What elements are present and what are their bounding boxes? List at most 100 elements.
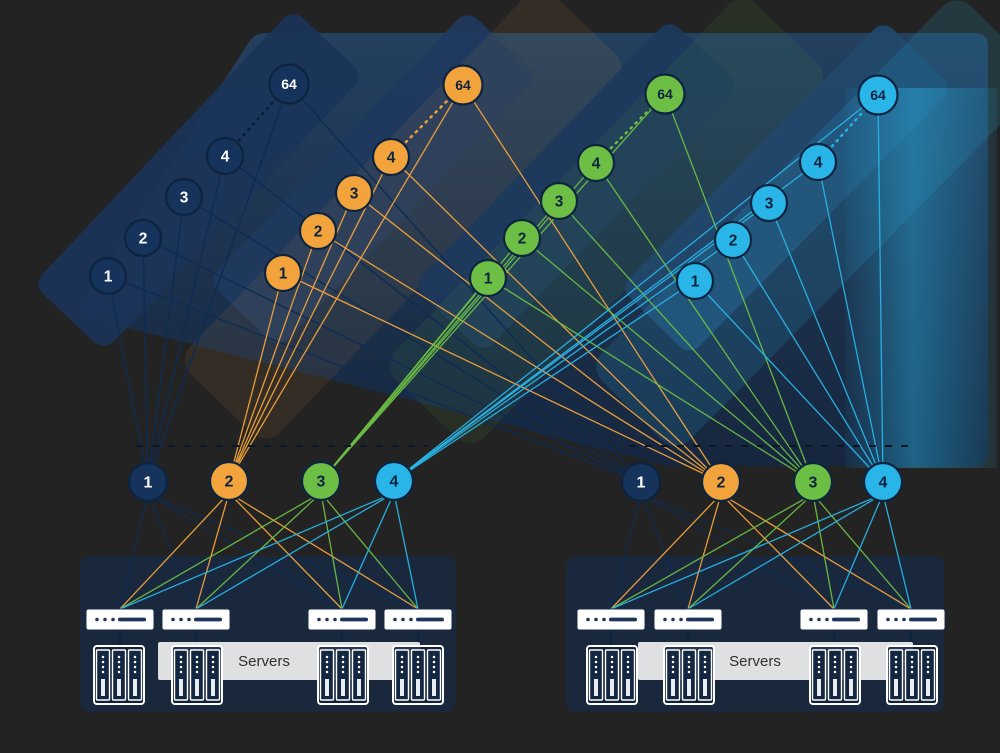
leaf-switch-link <box>812 493 912 610</box>
rack-unit-dot <box>101 670 105 674</box>
switch-icon <box>799 608 869 631</box>
spine-node-navy-2 <box>123 218 163 258</box>
fabric-link <box>877 94 884 483</box>
rack-unit <box>111 649 127 701</box>
leaf-node-pod-1-2 <box>208 460 250 502</box>
spine-node-label: 1 <box>279 266 288 283</box>
rack-unit-dot <box>894 660 898 664</box>
leaf-switch-link <box>119 492 230 610</box>
rack-unit-slot <box>833 679 837 696</box>
server-rack-icon <box>317 645 369 705</box>
rack-unit-dot <box>195 655 199 659</box>
leaf-switch-link <box>320 492 343 610</box>
fabric-link <box>595 162 814 483</box>
rack-unit-dot <box>357 655 361 659</box>
fabric-link <box>183 196 642 483</box>
leaf-switch-link <box>119 492 395 610</box>
rack-unit-dot <box>926 660 930 664</box>
rack-unit-dot <box>594 655 598 659</box>
fabric-link <box>521 237 814 483</box>
fabric-link <box>147 196 185 483</box>
fabric-link <box>393 280 696 482</box>
rack-unit-dot <box>671 660 675 664</box>
fabric-link <box>393 94 879 482</box>
switch-dot <box>902 617 906 622</box>
spine-node-label: 4 <box>814 155 823 172</box>
rack-unit-slot <box>101 679 105 696</box>
switch-dot <box>894 617 898 622</box>
spine-node-navy-64 <box>268 63 310 105</box>
leaf-node-label: 1 <box>144 475 153 492</box>
spine-node-orange-64 <box>442 64 484 106</box>
switch-bar <box>609 617 637 622</box>
rack-unit-dot <box>416 655 420 659</box>
fabric-link <box>487 277 814 483</box>
leaf-node-pod-1-1 <box>127 461 169 503</box>
rack-unit-dot <box>117 670 121 674</box>
servers-label: Servers <box>238 653 290 670</box>
rack-unit-dot <box>833 660 837 664</box>
rack-unit <box>697 649 713 701</box>
rack-unit-slot <box>687 679 691 696</box>
switch-dot <box>171 617 175 622</box>
rack-unit-dot <box>703 665 707 669</box>
rack-unit-dot <box>432 670 436 674</box>
spine-node-label: 64 <box>870 87 886 103</box>
rack-unit-dot <box>626 660 630 664</box>
spine-node-label: 1 <box>484 271 493 288</box>
rack-unit-slot <box>416 679 420 696</box>
rack-unit-dot <box>594 665 598 669</box>
switch-dot <box>602 617 606 622</box>
rack-unit <box>95 649 111 701</box>
rack-unit-dot <box>894 665 898 669</box>
rack-unit-dot <box>594 670 598 674</box>
leaf-switch-link <box>687 493 814 610</box>
switch-dot <box>401 617 405 622</box>
rack-unit <box>394 649 410 701</box>
switch-dot <box>825 617 829 622</box>
leaf-switch-link <box>320 492 419 610</box>
rack-unit-dot <box>195 670 199 674</box>
rack-unit-dot <box>341 670 345 674</box>
fabric-link <box>694 280 884 483</box>
fabric-link <box>228 84 464 482</box>
leaf-node-label: 4 <box>879 475 888 492</box>
switch-dot <box>333 617 337 622</box>
rack-unit-dot <box>910 670 914 674</box>
rack-unit-dot <box>594 660 598 664</box>
spine-node-green-64 <box>644 73 686 115</box>
rack-unit-dot <box>849 665 853 669</box>
rack-unit-dot <box>926 670 930 674</box>
server-rack-icon <box>93 645 145 705</box>
leaf-switch-link <box>882 493 912 610</box>
leaf-node-pod-2-4 <box>862 461 904 503</box>
fabric-link <box>142 237 642 483</box>
spine-node-orange-4 <box>371 137 411 177</box>
rack-unit-dot <box>416 670 420 674</box>
leaf-switch-link <box>147 493 419 610</box>
rack-unit-dot <box>133 660 137 664</box>
rack-unit <box>843 649 859 701</box>
switch-icon <box>576 608 646 631</box>
leaf-node-pod-2-2 <box>700 461 742 503</box>
rack-unit <box>888 649 904 701</box>
spine-node-green-4 <box>576 143 616 183</box>
switch-bar <box>832 617 860 622</box>
rack-unit-dot <box>833 655 837 659</box>
rack-unit-dot <box>703 655 707 659</box>
rack-unit-dot <box>894 655 898 659</box>
rack-unit-dot <box>926 655 930 659</box>
rack-unit-dot <box>894 670 898 674</box>
switch-dot <box>95 617 99 622</box>
switch-dot <box>663 617 667 622</box>
rack-unit-dot <box>833 665 837 669</box>
switch-dot <box>393 617 397 622</box>
switch-dot <box>809 617 813 622</box>
server-rack-icon <box>392 645 444 705</box>
rack-unit-dot <box>341 665 345 669</box>
rack-unit-dot <box>101 655 105 659</box>
rack-unit <box>827 649 843 701</box>
fabric-link <box>558 200 814 483</box>
